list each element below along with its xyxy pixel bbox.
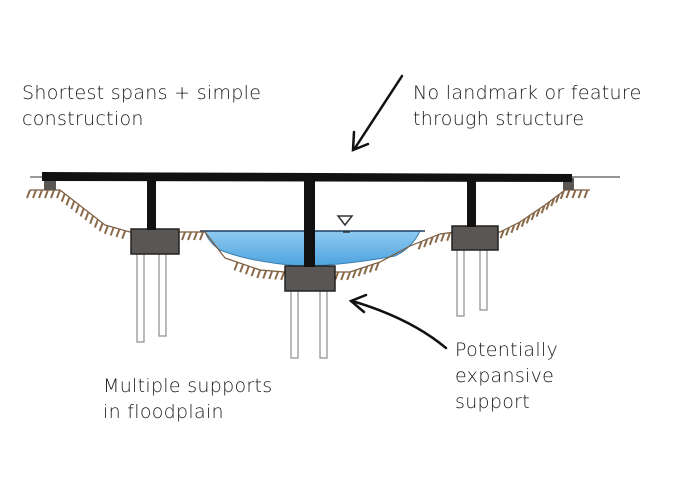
hatch-mark xyxy=(340,271,346,281)
piles xyxy=(136,249,488,359)
hatch-mark xyxy=(256,269,262,279)
hatch-mark xyxy=(535,208,541,218)
hatch-mark xyxy=(525,215,531,224)
hatch-mark xyxy=(115,228,121,238)
label-line: No landmark or feature xyxy=(413,82,642,104)
hatch-mark xyxy=(583,189,589,199)
hatch-mark xyxy=(505,227,510,236)
hatch-mark xyxy=(181,231,186,241)
hatch-mark xyxy=(520,218,526,228)
hatch-mark xyxy=(346,271,352,281)
column-right xyxy=(467,178,476,227)
arrow-pointing-to-center-pier xyxy=(348,293,448,350)
hatch-mark xyxy=(559,190,565,200)
hatch-mark xyxy=(199,231,204,241)
hatch-mark xyxy=(38,189,43,199)
hatch-mark xyxy=(268,270,274,280)
pile xyxy=(319,289,328,359)
hatch-mark xyxy=(545,201,551,211)
label-line: construction xyxy=(22,108,144,130)
hatch-mark xyxy=(250,267,256,277)
hatch-mark xyxy=(274,271,280,280)
bridge-deck xyxy=(42,172,572,182)
hatch-mark xyxy=(193,231,198,241)
label-no-landmark: No landmark or feature through structure xyxy=(413,80,642,132)
pile xyxy=(136,253,145,343)
column-left xyxy=(147,178,156,230)
hatch-mark xyxy=(239,263,245,273)
hatch-mark xyxy=(499,229,505,239)
hatch-mark xyxy=(70,200,76,210)
hatch-mark xyxy=(262,270,268,279)
hatch-mark xyxy=(434,234,440,244)
hatch-mark xyxy=(32,189,37,199)
hatch-mark xyxy=(79,208,85,217)
hatch-mark xyxy=(363,265,369,275)
hatch-mark xyxy=(540,204,546,214)
hatch-mark xyxy=(351,269,357,279)
label-line: support xyxy=(455,391,531,413)
hatch-mark xyxy=(60,193,66,203)
label-shortest-spans: Shortest spans + simple construction xyxy=(22,80,261,132)
hatch-mark xyxy=(65,197,71,206)
hatch-mark xyxy=(571,189,577,199)
hatch-mark xyxy=(423,238,429,248)
hatch-mark xyxy=(577,189,583,199)
hatch-mark xyxy=(103,225,109,235)
column-center xyxy=(304,178,315,267)
hatch-mark xyxy=(98,222,104,232)
hatch-mark xyxy=(565,189,571,199)
hatch-mark xyxy=(530,211,536,221)
hatch-mark xyxy=(368,264,374,273)
label-line: Potentially xyxy=(455,339,559,361)
label-multiple-supports: Multiple supports in floodplain xyxy=(103,373,272,425)
pier-cap-center xyxy=(284,265,336,292)
pier-caps xyxy=(130,225,499,292)
pile xyxy=(290,289,299,359)
water-level-symbol xyxy=(336,215,354,233)
hatch-mark xyxy=(515,221,521,231)
pile xyxy=(456,249,465,317)
hatch-mark xyxy=(417,240,423,250)
hatch-mark xyxy=(26,189,31,199)
hatch-mark xyxy=(428,236,434,246)
hatch-mark xyxy=(550,197,556,207)
pier-cap-left xyxy=(130,228,180,255)
hatch-mark xyxy=(555,194,560,203)
label-line: through structure xyxy=(413,108,585,130)
hatch-mark xyxy=(357,267,363,277)
pile xyxy=(158,253,167,337)
label-line: expansive xyxy=(455,365,555,387)
pier-cap-right xyxy=(451,225,499,251)
label-line: Shortest spans + simple xyxy=(22,82,262,104)
abutment-right xyxy=(563,178,574,190)
label-expansive-support: Potentially expansive support xyxy=(455,337,558,415)
hatch-mark xyxy=(56,189,61,199)
hatch-mark xyxy=(280,271,286,281)
hatch-mark xyxy=(89,215,95,225)
hatch-mark xyxy=(75,204,80,214)
hatch-mark xyxy=(50,189,55,199)
hatch-mark xyxy=(233,261,239,271)
hatch-mark xyxy=(440,233,446,242)
hatch-mark xyxy=(510,224,516,234)
hatch-mark xyxy=(374,262,380,271)
label-line: in floodplain xyxy=(103,401,224,423)
hatch-mark xyxy=(187,231,192,241)
hatch-mark xyxy=(121,230,127,240)
hatch-mark xyxy=(109,227,115,236)
hatch-mark xyxy=(93,219,99,228)
hatch-mark xyxy=(244,265,250,275)
hatch-mark xyxy=(84,211,90,221)
pile xyxy=(479,249,488,311)
hatch-mark xyxy=(446,232,452,242)
hatch-mark xyxy=(44,189,49,199)
columns xyxy=(147,178,476,267)
label-line: Multiple supports xyxy=(103,375,273,397)
arrow-pointing-to-deck xyxy=(351,74,404,152)
